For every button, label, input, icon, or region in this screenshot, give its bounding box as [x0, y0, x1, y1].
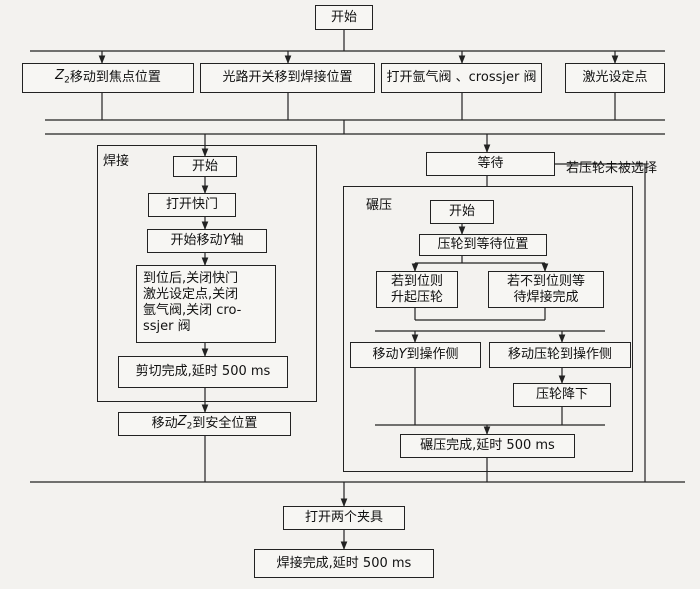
close-line-4: ssjer 阀	[143, 319, 191, 334]
move-z2-safe-node: 移动 Z2 到安全位置	[118, 412, 291, 436]
close-line-3: 氩气阀,关闭 cro-	[143, 303, 242, 318]
wait-node: 等待	[426, 152, 555, 176]
close-line-1: 到位后,关闭快门	[143, 271, 239, 286]
not-selected-note: 若压轮未被选择	[566, 161, 658, 176]
open-clamps-node: 打开两个夹具	[283, 506, 405, 530]
close-line-2: 激光设定点,关闭	[143, 287, 239, 302]
open-argon-valve-node: 打开氩气阀 、crossjer 阀	[381, 63, 542, 93]
laser-setpoint-node: 激光设定点	[565, 63, 665, 93]
welding-start-node: 开始	[173, 156, 237, 177]
if-in-position-node: 若到位则 升起压轮	[376, 271, 458, 308]
welding-group-label: 焊接	[103, 154, 130, 169]
z2-symbol: Z2	[55, 67, 70, 86]
cut-done-node: 剪切完成,延时 500 ms	[118, 356, 288, 388]
rolling-group-label: 碾压	[366, 198, 393, 213]
wheel-down-node: 压轮降下	[513, 383, 611, 407]
start-move-y-node: 开始移动 Y 轴	[147, 229, 267, 253]
if-not-in-position-node: 若不到位则等 待焊接完成	[488, 271, 604, 308]
open-shutter-node: 打开快门	[148, 193, 236, 217]
optical-switch-node: 光路开关移到焊接位置	[200, 63, 375, 93]
wheel-to-wait-node: 压轮到等待位置	[419, 234, 547, 256]
roll-done-node: 碾压完成,延时 500 ms	[400, 434, 575, 458]
move-z2-focus-node: Z2 移动到焦点位置	[22, 63, 194, 93]
start-node: 开始	[315, 5, 373, 30]
weld-done-node: 焊接完成,延时 500 ms	[254, 549, 434, 578]
move-wheel-operator-node: 移动压轮到操作侧	[489, 342, 631, 368]
close-shutter-node: 到位后,关闭快门 激光设定点,关闭 氩气阀,关闭 cro- ssjer 阀	[136, 265, 276, 343]
rolling-group	[343, 186, 633, 472]
z2-symbol: Z2	[177, 413, 193, 432]
move-y-operator-node: 移动 Y 到操作侧	[350, 342, 481, 368]
welding-group	[97, 145, 317, 402]
rolling-start-node: 开始	[430, 200, 494, 224]
